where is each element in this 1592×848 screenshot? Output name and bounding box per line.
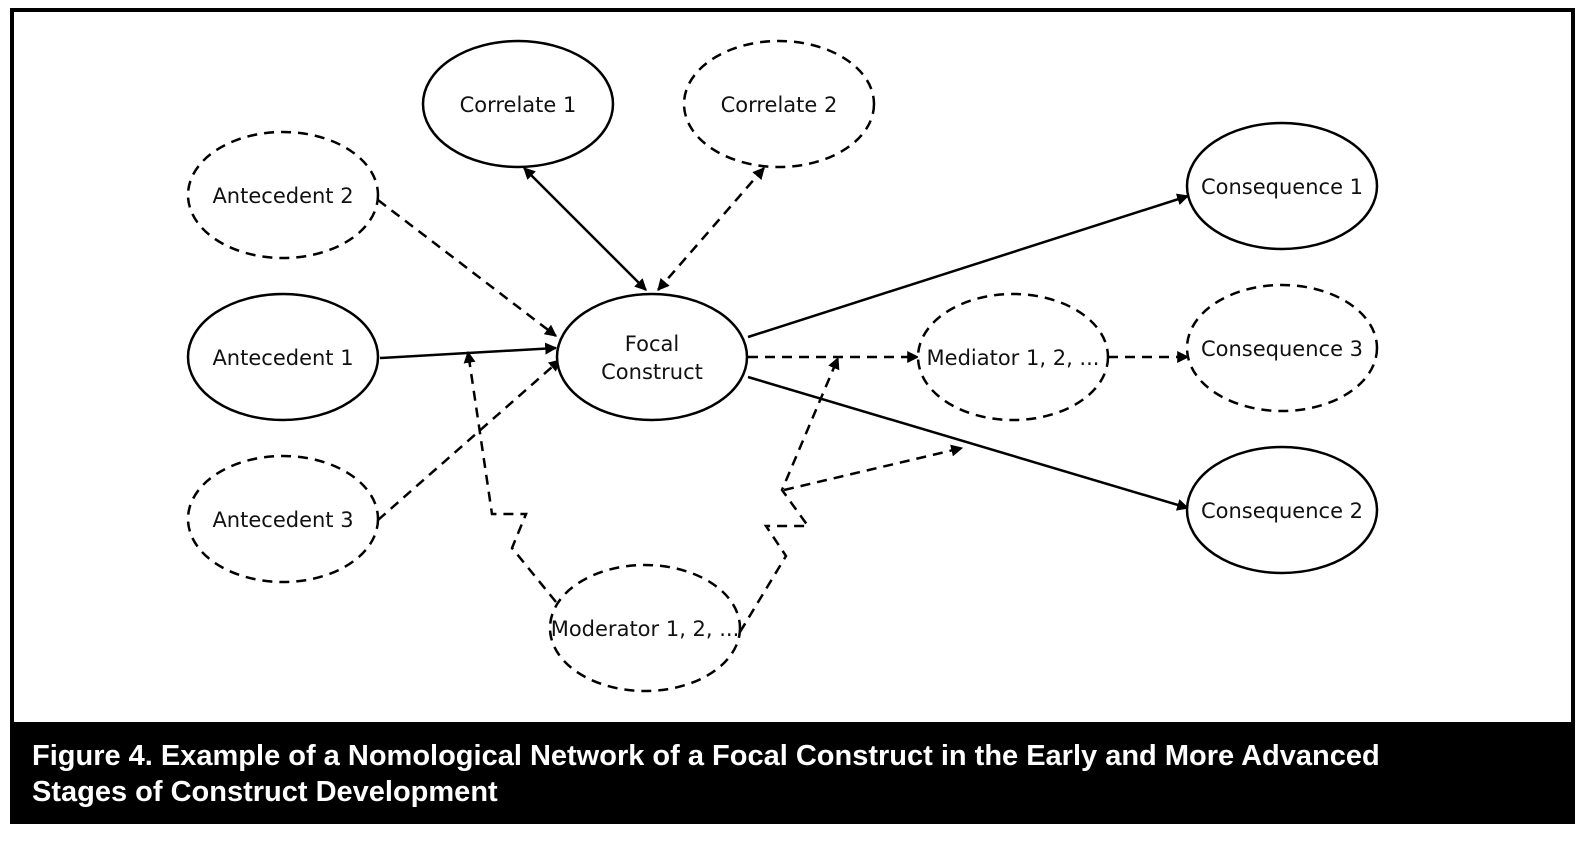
nomological-network-diagram: Correlate 1 Correlate 2 Antecedent 2 Ant…	[186, 39, 1379, 693]
node-mediator-label: Mediator 1, 2, ...	[927, 346, 1100, 370]
node-focal-label-line1: Focal	[625, 332, 679, 356]
edge-moderator-lower-path	[783, 444, 964, 492]
edge-correlate1-focal	[523, 167, 647, 291]
edge-correlate2-focal	[657, 167, 765, 291]
node-correlate-1-label: Correlate 1	[460, 93, 577, 117]
node-antecedent-1: Antecedent 1	[186, 292, 380, 422]
edge-moderator-mediator-link	[738, 356, 840, 633]
node-antecedent-3-label: Antecedent 3	[212, 508, 353, 532]
edge-focal-consequence1	[747, 193, 1190, 339]
caption-line-1: Figure 4. Example of a Nomological Netwo…	[32, 740, 1380, 772]
caption-line-2: Stages of Construct Development	[32, 776, 498, 808]
node-correlate-1: Correlate 1	[421, 39, 615, 169]
edge-antecedent3-focal	[377, 359, 561, 521]
node-consequence-2: Consequence 2	[1185, 445, 1379, 575]
node-consequence-2-label: Consequence 2	[1201, 499, 1363, 523]
figure-caption: Figure 4. Example of a Nomological Netwo…	[14, 722, 1571, 822]
node-correlate-2-label: Correlate 2	[721, 93, 838, 117]
node-focal-label-line2: Construct	[601, 360, 703, 384]
node-antecedent-3: Antecedent 3	[186, 454, 380, 584]
node-correlate-2: Correlate 2	[682, 39, 876, 169]
node-focal-construct: Focal Construct	[555, 292, 749, 422]
node-antecedent-1-label: Antecedent 1	[212, 346, 353, 370]
node-antecedent-2: Antecedent 2	[186, 130, 380, 260]
node-consequence-3-label: Consequence 3	[1201, 337, 1363, 361]
edge-antecedent1-focal	[379, 342, 558, 360]
node-moderator-label: Moderator 1, 2, ...	[551, 617, 740, 641]
node-consequence-1-label: Consequence 1	[1201, 175, 1363, 199]
node-consequence-1: Consequence 1	[1185, 121, 1379, 251]
edge-moderator-antecedent1-link	[463, 350, 557, 603]
node-consequence-3: Consequence 3	[1185, 283, 1379, 413]
edge-antecedent2-focal	[377, 199, 557, 337]
node-mediator: Mediator 1, 2, ...	[916, 292, 1110, 422]
node-antecedent-2-label: Antecedent 2	[212, 184, 353, 208]
node-moderator: Moderator 1, 2, ...	[548, 563, 742, 693]
